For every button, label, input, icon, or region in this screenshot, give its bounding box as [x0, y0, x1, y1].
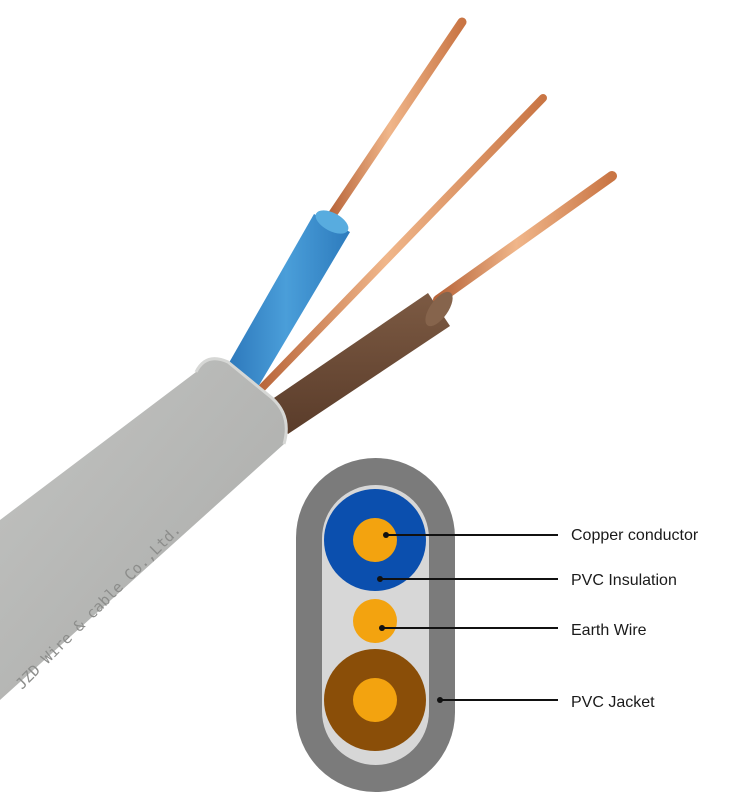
jacket-edge-highlight	[194, 357, 288, 445]
blue-core-copper-strand	[325, 17, 467, 223]
label-copper-conductor: Copper conductor	[571, 527, 699, 544]
leader-dot-earth	[379, 625, 385, 631]
brown-core-copper-strand	[433, 171, 617, 305]
brown-insulated-core	[268, 293, 450, 434]
brown-copper-conductor	[353, 678, 397, 722]
cable-cross-section-diagram: Copper conductor PVC Insulation Earth Wi…	[296, 458, 699, 792]
cable-outer-jacket	[0, 358, 287, 700]
blue-core-end	[315, 210, 349, 234]
earth-wire-conductor	[353, 599, 397, 643]
earth-copper-strand	[254, 94, 547, 396]
label-pvc-insulation: PVC Insulation	[571, 572, 677, 589]
blue-copper-conductor	[353, 518, 397, 562]
leader-dot-insulation	[377, 576, 383, 582]
label-pvc-jacket: PVC Jacket	[571, 694, 655, 711]
brown-core-end	[425, 291, 453, 327]
flat-twin-earth-cable-photo: JZD Wire & cable Co.,Ltd.	[0, 17, 617, 700]
leader-dot-jacket	[437, 697, 443, 703]
blue-insulated-core	[222, 214, 350, 392]
leader-dot-copper	[383, 532, 389, 538]
label-earth-wire: Earth Wire	[571, 622, 647, 639]
